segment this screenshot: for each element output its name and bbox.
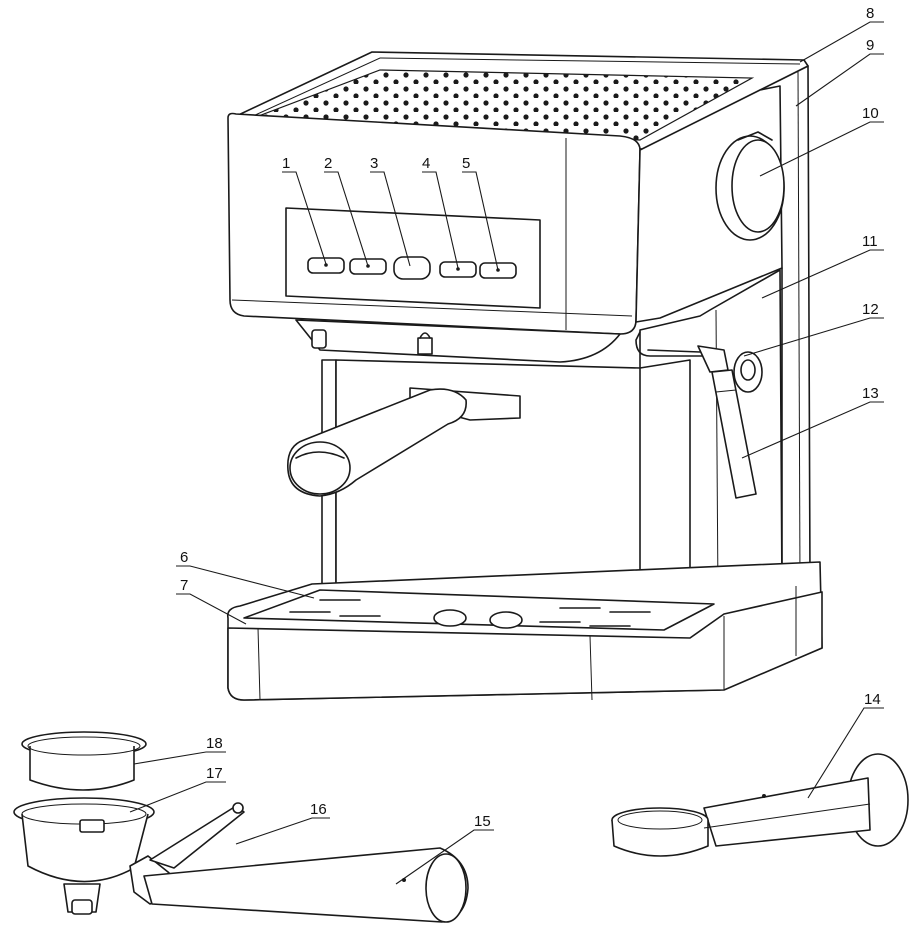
callout-14: 14 [864,691,881,708]
callout-18: 18 [206,735,223,752]
callout-4: 4 [422,155,430,172]
callout-9: 9 [866,37,874,54]
installed-portafilter [287,387,521,497]
callout-11: 11 [862,233,878,250]
machine-body [227,51,811,601]
callout-12: 12 [862,301,879,318]
callout-labels: 1 2 3 4 5 6 7 8 9 10 11 12 13 14 15 16 1… [180,5,881,830]
callout-7: 7 [180,577,188,594]
callout-10: 10 [862,105,879,122]
button-3[interactable] [393,256,431,280]
steam-knob[interactable] [715,131,785,241]
callout-3: 3 [370,155,378,172]
callout-17: 17 [206,765,223,782]
callout-8: 8 [866,5,874,22]
drip-tray-grille [289,599,651,629]
callout-1: 1 [282,155,290,172]
leader-lines [129,21,884,885]
callout-2: 2 [324,155,332,172]
callout-6: 6 [180,549,188,566]
filter-basket [21,731,147,791]
callout-5: 5 [462,155,470,172]
callout-16: 16 [310,801,327,818]
callout-13: 13 [862,385,879,402]
detached-portafilter [13,797,469,923]
steam-wand [635,331,763,499]
callout-15: 15 [474,813,491,830]
drip-tray [226,561,823,701]
tamper-spoon [611,753,909,857]
